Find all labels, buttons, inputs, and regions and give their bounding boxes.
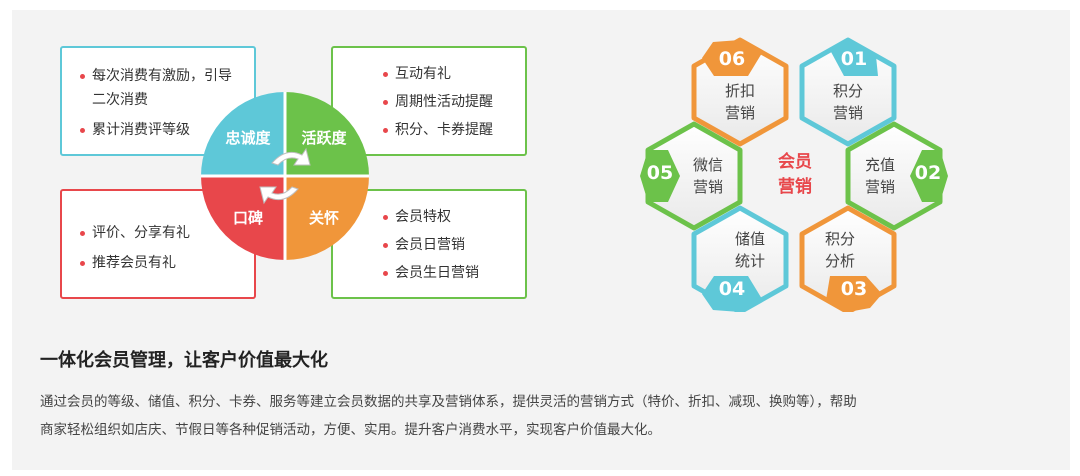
activity-label: 活跃度: [301, 129, 347, 147]
hex-label-line2: 营销: [832, 104, 863, 122]
loyalty-box: 每次消费有激励，引导二次消费 累计消费评等级: [60, 46, 256, 156]
care-quadrant: [285, 176, 369, 260]
quadrant-circle-graphic: [201, 92, 369, 260]
center-title-line2: 营销: [778, 177, 812, 197]
hexagon-02-number: 02: [914, 162, 942, 184]
hex-label-line1: 微信: [692, 156, 723, 174]
hexagon-03-number: 03: [840, 278, 868, 300]
hexagon-06-badge: [702, 40, 762, 76]
list-item: 推荐会员有礼: [78, 251, 242, 275]
word-of-mouth-label: 口碑: [232, 209, 263, 227]
loyalty-label: 忠诚度: [225, 129, 271, 147]
hexagon-04-label: 储值 统计: [720, 228, 780, 272]
list-item: 周期性活动提醒: [381, 90, 515, 114]
center-title-line1: 会员: [778, 152, 812, 172]
list-item: 互动有礼: [381, 62, 515, 86]
list-item: 累计消费评等级: [78, 118, 242, 142]
hexagon-04-badge: [702, 276, 762, 312]
hex-label-line1: 积分: [824, 230, 855, 248]
hexagon-05-label: 微信 营销: [678, 154, 738, 198]
activity-box: 互动有礼 周期性活动提醒 积分、卡券提醒: [331, 46, 527, 156]
list-item: 会员日营销: [381, 233, 515, 257]
hexagon-02-badge: [910, 150, 948, 202]
list-item: 评价、分享有礼: [78, 221, 242, 245]
list-item: 积分、卡券提醒: [381, 118, 515, 142]
hexagon-05-number: 05: [646, 162, 674, 184]
hexagon-03-label: 积分 分析: [810, 228, 870, 272]
list-item: 会员生日营销: [381, 261, 515, 285]
hexagon-diagram: 会员 营销 06 折扣 营销 01 积分 营销 05 微信 营销 02 充值 营…: [630, 32, 960, 315]
hexagon-06-number: 06: [718, 48, 746, 70]
word-of-mouth-box: 评价、分享有礼 推荐会员有礼: [60, 189, 256, 299]
list-item: 会员特权: [381, 205, 515, 229]
hex-label-line2: 营销: [864, 178, 895, 196]
description-line-2: 商家轻松组织如店庆、节假日等各种促销活动，方便、实用。提升客户消费水平，实现客户…: [40, 422, 661, 438]
hex-label-line2: 营销: [692, 178, 723, 196]
hex-label-line2: 营销: [724, 104, 755, 122]
list-item: 每次消费有激励，引导二次消费: [78, 64, 242, 112]
hexagon-center-title: 会员 营销: [770, 150, 820, 200]
hexagon-05-badge: [640, 150, 680, 202]
care-box: 会员特权 会员日营销 会员生日营销: [331, 189, 527, 299]
hex-label-line1: 折扣: [724, 82, 755, 100]
hex-label-line1: 积分: [832, 82, 863, 100]
hex-label-line2: 统计: [734, 252, 765, 270]
quadrant-circle: 忠诚度 活跃度 口碑 关怀: [198, 89, 372, 263]
hexagon-06-label: 折扣 营销: [710, 80, 770, 124]
hexagon-03-badge: [826, 276, 882, 312]
section-description: 通过会员的等级、储值、积分、卡券、服务等建立会员数据的共享及营销体系，提供灵活的…: [40, 388, 1040, 444]
cycle-arrows-icon: [259, 147, 311, 205]
hexagon-01-label: 积分 营销: [818, 80, 878, 124]
hex-label-line1: 储值: [734, 230, 765, 248]
hex-label-line2: 分析: [824, 252, 855, 270]
care-label: 关怀: [308, 209, 339, 227]
hexagon-graphic: [640, 37, 948, 315]
section-heading: 一体化会员管理，让客户价值最大化: [40, 350, 328, 371]
hexagon-01-badge: [830, 40, 878, 76]
hexagon-01-number: 01: [840, 48, 868, 70]
hexagon-02-label: 充值 营销: [850, 154, 910, 198]
loyalty-quadrant: [201, 92, 285, 176]
hex-label-line1: 充值: [864, 156, 895, 174]
description-line-1: 通过会员的等级、储值、积分、卡券、服务等建立会员数据的共享及营销体系，提供灵活的…: [40, 394, 857, 410]
hexagon-04-number: 04: [718, 278, 746, 300]
